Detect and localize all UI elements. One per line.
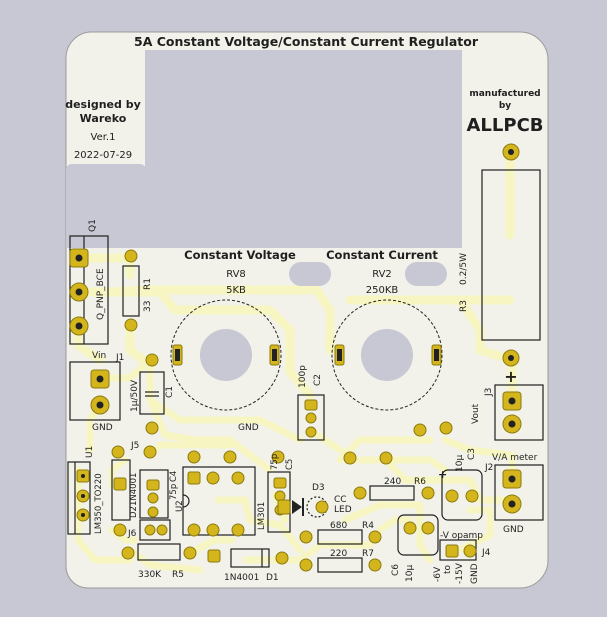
c5-ref: C5 <box>285 459 295 470</box>
to-label: to <box>443 564 453 574</box>
rv2-ref: RV2 <box>372 269 392 280</box>
c1-ref: C1 <box>165 386 175 398</box>
c4-ref: C4 <box>169 471 179 482</box>
u1-ref: U1 <box>85 446 95 458</box>
c3-plus: + <box>438 468 447 481</box>
copper-traces <box>73 145 517 574</box>
potentiometer-rv8 <box>170 299 282 411</box>
constant-current-label: Constant Current <box>326 248 438 262</box>
vin-label: Vin <box>92 351 106 361</box>
board-title: 5A Constant Voltage/Constant Current Reg… <box>134 34 479 49</box>
r6-ref: R6 <box>414 477 426 487</box>
va-meter-label: V/A meter <box>492 453 538 463</box>
r7-value: 220 <box>330 549 347 559</box>
mounting-slot <box>405 262 447 286</box>
drill-holes <box>75 149 516 517</box>
c3-ref: C3 <box>467 448 477 460</box>
minus6v-label: -6V <box>433 566 443 582</box>
date-label: 2022-07-29 <box>74 150 132 161</box>
r1-value: 33 <box>143 301 153 312</box>
gnd-mid-label: GND <box>238 423 259 433</box>
potentiometer-rv2 <box>331 299 443 411</box>
display-cutout <box>145 50 462 248</box>
rv2-value: 250KB <box>366 285 399 296</box>
r4-value: 680 <box>330 521 347 531</box>
vout-label: Vout <box>471 403 481 424</box>
constant-voltage-label: Constant Voltage <box>184 248 296 262</box>
j1-gnd-label: GND <box>92 423 113 433</box>
r7-ref: R7 <box>362 549 374 559</box>
d1-ref: D1 <box>266 573 279 583</box>
d3-ref: D3 <box>312 483 325 493</box>
minus15v-label: -15V <box>455 562 465 584</box>
r3-ref: R3 <box>459 300 469 312</box>
d2-ref: D2 <box>129 506 139 518</box>
v-opamp-label: -V opamp <box>440 531 483 541</box>
r4-ref: R4 <box>362 521 374 531</box>
j2-gnd-label: GND <box>503 525 524 535</box>
d1-part: 1N4001 <box>224 573 259 583</box>
c2-value: 100p <box>298 365 308 388</box>
c6-ref: C6 <box>391 564 401 576</box>
cc-label: CC <box>334 495 347 505</box>
rv8-value: 5KB <box>226 285 246 296</box>
r5-value: 330K <box>138 570 162 580</box>
led-d3-symbol <box>292 498 304 516</box>
j4-ref: J4 <box>481 548 491 558</box>
u2-part: LM301 <box>257 502 267 530</box>
u2-ref: U2 <box>175 500 185 512</box>
board-notch-left <box>66 170 146 248</box>
u1-part: LM350_TO220 <box>94 473 104 534</box>
d2-part: 1N4001 <box>129 473 139 506</box>
q1-part: Q_PNP_BCE <box>96 268 106 320</box>
manufactured-label: manufactured <box>469 89 540 99</box>
r3-value: 0.2/5W <box>459 253 469 285</box>
c3-value: 10μ <box>455 455 465 472</box>
vout-plus-label: + <box>504 367 517 386</box>
r1-ref: R1 <box>143 278 153 290</box>
manufactured-by-label: by <box>499 101 511 111</box>
j1-ref: J1 <box>115 353 124 363</box>
rv8-ref: RV8 <box>226 269 246 280</box>
version-label: Ver.1 <box>91 132 116 143</box>
c1-value: 1μ/50V <box>130 379 140 412</box>
j5-ref: J5 <box>130 441 139 451</box>
designer-name: Wareko <box>80 112 127 125</box>
c4-value: 75p <box>169 484 179 500</box>
led-label: LED <box>334 505 352 515</box>
j6-ref: J6 <box>127 529 137 539</box>
silkscreen-outlines <box>67 169 544 573</box>
mounting-slot <box>289 262 331 286</box>
j4-gnd-label: GND <box>470 563 480 584</box>
q1-ref: Q1 <box>88 219 98 232</box>
j2-ref: J2 <box>484 463 493 473</box>
c6-value: 10μ <box>405 565 415 582</box>
designed-by-label: designed by <box>65 98 141 111</box>
c5-value: 75p <box>270 454 280 470</box>
c2-ref: C2 <box>313 374 323 386</box>
manufacturer-name: ALLPCB <box>467 115 544 136</box>
r5-ref: R5 <box>172 570 184 580</box>
r6-value: 240 <box>384 477 401 487</box>
j3-ref: J3 <box>484 388 494 397</box>
